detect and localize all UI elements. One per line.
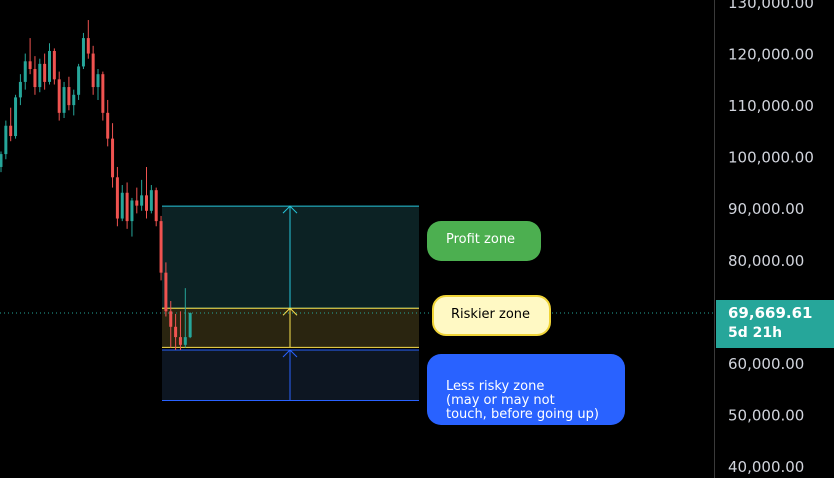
candle-body [62,87,66,113]
candle-body [178,337,182,345]
riskier-zone-label: Riskier zone [451,307,531,322]
candle-body [101,74,105,113]
candle-body [57,79,61,113]
candle-body [72,94,76,106]
candle-body [77,66,81,95]
candle-body [149,190,153,211]
candle-body [154,190,158,222]
candle-body [38,63,42,88]
candle-body [106,112,110,139]
candle-body [188,313,192,338]
candle-body [86,38,90,54]
candle-body [0,154,3,167]
last-price-value: 69,669.61 [728,304,813,322]
price-axis-divider [714,0,715,478]
candle-body [28,61,32,70]
y-tick-label: 100,000.00 [728,149,814,167]
candle-body [9,125,13,137]
candle-body [52,50,56,80]
candle-body [130,200,134,222]
candle-body [4,125,8,155]
candle-body [115,177,119,219]
riskier-zone-note[interactable]: Riskier zone [432,295,551,336]
candle-body [140,195,144,206]
y-tick-label: 80,000.00 [728,252,804,270]
candle-body [120,192,124,219]
less-risky-zone-label: Less risky zone (may or may not touch, b… [446,379,599,422]
candle-body [164,272,168,312]
riskier-zone-arrow-head [282,307,298,316]
candle-body [18,81,22,98]
candle-body [96,74,100,88]
y-tick-label: 60,000.00 [728,355,804,373]
candle-body [14,97,18,137]
candle-body [159,221,163,273]
candle-body [43,63,47,82]
candle-body [33,69,37,88]
candle-body [23,61,27,82]
candle-body [111,138,115,178]
candle-body [91,53,95,88]
candle-body [135,200,139,206]
bar-countdown: 5d 21h [728,325,783,341]
y-tick-label: 110,000.00 [728,97,814,115]
candle-body [174,326,178,338]
y-tick-label: 120,000.00 [728,46,814,64]
y-tick-label: 50,000.00 [728,406,804,424]
profit-zone-arrow-head [282,205,298,214]
profit-zone-note[interactable]: Profit zone [427,221,541,261]
y-tick-label: 130,000.00 [728,0,814,12]
candle-body [67,87,71,106]
y-tick-label: 40,000.00 [728,458,804,476]
less_risky-zone-arrow-head [282,349,298,358]
candle-body [48,50,51,82]
less-risky-zone-note[interactable]: Less risky zone (may or may not touch, b… [427,354,625,425]
profit-zone-label: Profit zone [446,232,516,247]
last-price-tag: 69,669.61 5d 21h [716,300,834,348]
candle-body [125,192,129,222]
y-tick-label: 90,000.00 [728,200,804,218]
candle-body [145,195,148,211]
candle-body [169,311,173,327]
candle-body [183,337,187,345]
candle-body [81,38,85,67]
